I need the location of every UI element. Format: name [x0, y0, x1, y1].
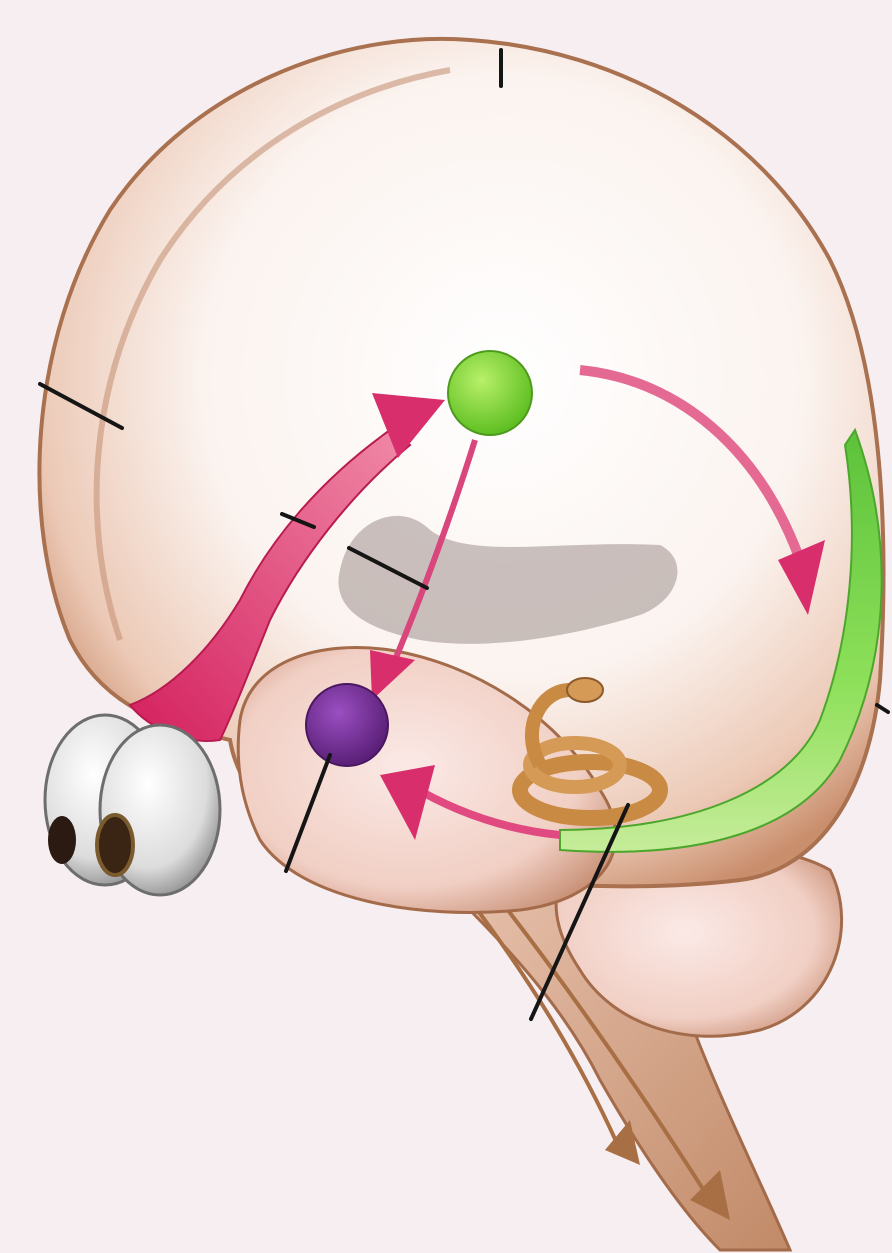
right-pupil: [97, 815, 133, 875]
purple-node: [306, 684, 388, 766]
green-node: [448, 351, 532, 435]
leader-line-right: [877, 705, 888, 712]
left-pupil: [48, 816, 76, 864]
